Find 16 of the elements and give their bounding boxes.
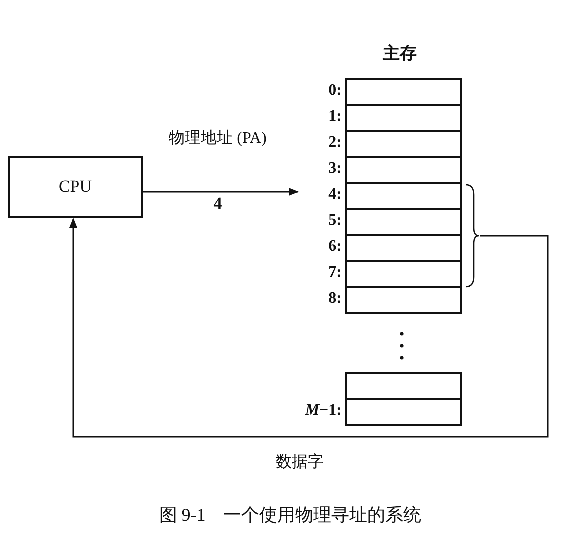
figure-caption: 图 9-1 一个使用物理寻址的系统: [158, 504, 423, 527]
address-label: 8:: [328, 290, 342, 308]
address-label: 5:: [328, 212, 342, 230]
address-value: 4: [212, 194, 224, 214]
address-label: 3:: [328, 160, 342, 178]
address-label: M−1:: [304, 402, 342, 420]
address-label: 1:: [328, 108, 342, 126]
arrow: [143, 188, 299, 196]
address-label: 0:: [328, 82, 342, 100]
address-label: 4:: [328, 186, 342, 204]
arrow: [70, 218, 549, 438]
address-label: 7:: [328, 264, 342, 282]
memory-title: 主存: [382, 43, 418, 65]
address-label: 6:: [328, 238, 342, 256]
cpu-box: CPU: [8, 156, 143, 218]
address-label: 2:: [328, 134, 342, 152]
